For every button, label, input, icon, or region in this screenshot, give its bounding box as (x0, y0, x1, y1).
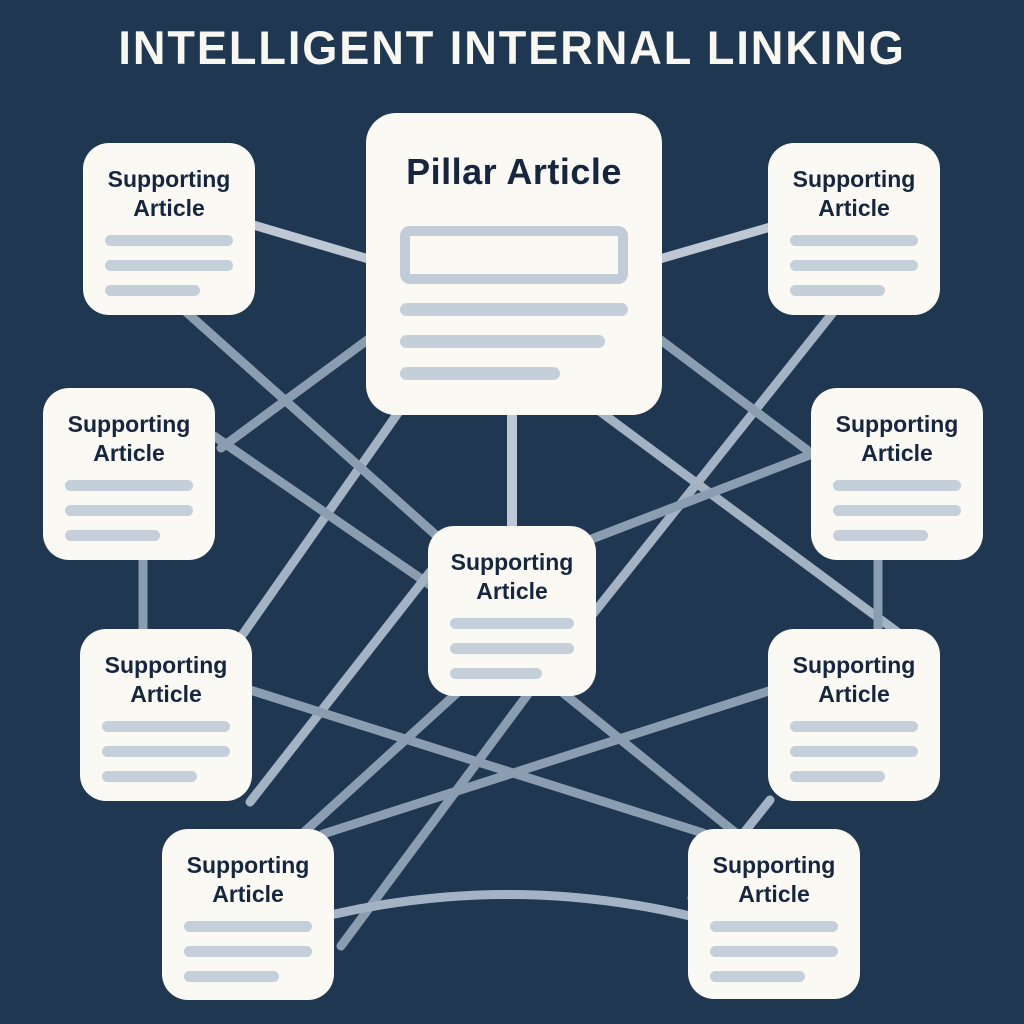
placeholder-text-line (184, 971, 279, 982)
link-line-bottom-left-to-bottom-right (330, 890, 695, 921)
page-title: INTELLIGENT INTERNAL LINKING (0, 20, 1024, 75)
placeholder-text-line (790, 260, 918, 271)
link-line-pillar-to-top-right (651, 221, 779, 265)
link-line-mid-right-to-center (584, 449, 817, 545)
link-line-top-left-to-center (179, 305, 443, 542)
placeholder-text-line (184, 946, 312, 957)
placeholder-text-line (105, 260, 233, 271)
link-line-mid-left-to-center (209, 431, 438, 592)
placeholder-text-line (790, 721, 918, 732)
placeholder-text-lines (710, 921, 838, 996)
supporting-article-card-lower-right: Supporting Article (768, 629, 940, 801)
supporting-article-card-top-right: Supporting Article (768, 143, 940, 315)
card-title: Supporting Article (792, 166, 916, 221)
card-title: Pillar Article (406, 151, 622, 192)
card-title: Supporting Article (712, 852, 836, 907)
placeholder-text-line (710, 921, 838, 932)
placeholder-text-line (102, 746, 230, 757)
link-line-pillar-to-mid-left (216, 333, 375, 453)
pillar-article-card-pillar: Pillar Article (366, 113, 662, 415)
placeholder-text-lines (65, 480, 193, 555)
placeholder-text-line (65, 530, 160, 541)
placeholder-text-line (833, 480, 961, 491)
link-line-top-left-to-pillar (245, 219, 377, 265)
placeholder-text-line (833, 505, 961, 516)
placeholder-outlined-block (400, 226, 628, 284)
page-title-text: INTELLIGENT INTERNAL LINKING (118, 21, 906, 74)
placeholder-text-line (102, 771, 197, 782)
placeholder-text-lines (105, 235, 233, 310)
placeholder-text-line (400, 335, 606, 348)
link-line-center-to-bottom-left (297, 687, 463, 839)
placeholder-text-line (790, 771, 885, 782)
supporting-article-card-mid-left: Supporting Article (43, 388, 215, 560)
placeholder-text-line (400, 303, 628, 316)
card-title: Supporting Article (107, 166, 231, 221)
supporting-article-card-top-left: Supporting Article (83, 143, 255, 315)
placeholder-text-lines (102, 721, 230, 796)
placeholder-text-line (710, 971, 805, 982)
placeholder-text-lines (400, 303, 628, 399)
placeholder-text-line (105, 285, 200, 296)
placeholder-text-line (450, 668, 542, 679)
placeholder-text-lines (450, 618, 574, 693)
link-line-lower-left-to-bottom-right (245, 685, 708, 838)
placeholder-text-line (450, 643, 574, 654)
placeholder-text-line (65, 505, 193, 516)
link-line-center-to-bottom-right (557, 687, 742, 839)
placeholder-text-lines (184, 921, 312, 996)
link-line-lower-right-to-bottom-left (318, 685, 777, 839)
link-line-center-to-lower-left (245, 567, 435, 807)
supporting-article-card-lower-left: Supporting Article (80, 629, 252, 801)
card-title: Supporting Article (835, 411, 959, 466)
link-line-top-right-to-center (588, 305, 840, 619)
placeholder-text-line (400, 367, 560, 380)
supporting-article-card-center: Supporting Article (428, 526, 596, 696)
supporting-article-card-mid-right: Supporting Article (811, 388, 983, 560)
placeholder-text-lines (790, 235, 918, 310)
supporting-article-card-bottom-right: Supporting Article (688, 829, 860, 999)
card-title: Supporting Article (186, 852, 310, 907)
card-title: Supporting Article (450, 549, 574, 604)
placeholder-text-lines (833, 480, 961, 555)
link-line-pillar-to-mid-right (653, 333, 812, 455)
placeholder-text-line (65, 480, 193, 491)
card-title: Supporting Article (792, 652, 916, 707)
card-title: Supporting Article (104, 652, 228, 707)
link-line-pillar-to-lower-right (593, 405, 905, 639)
placeholder-text-line (710, 946, 838, 957)
placeholder-text-line (790, 746, 918, 757)
link-line-pillar-to-lower-left (238, 405, 405, 639)
placeholder-text-lines (790, 721, 918, 796)
placeholder-text-line (790, 285, 885, 296)
placeholder-text-line (790, 235, 918, 246)
placeholder-text-line (833, 530, 928, 541)
placeholder-text-line (105, 235, 233, 246)
supporting-article-card-bottom-left: Supporting Article (162, 829, 334, 1000)
card-title: Supporting Article (67, 411, 191, 466)
placeholder-text-line (184, 921, 312, 932)
placeholder-text-line (102, 721, 230, 732)
placeholder-text-line (450, 618, 574, 629)
